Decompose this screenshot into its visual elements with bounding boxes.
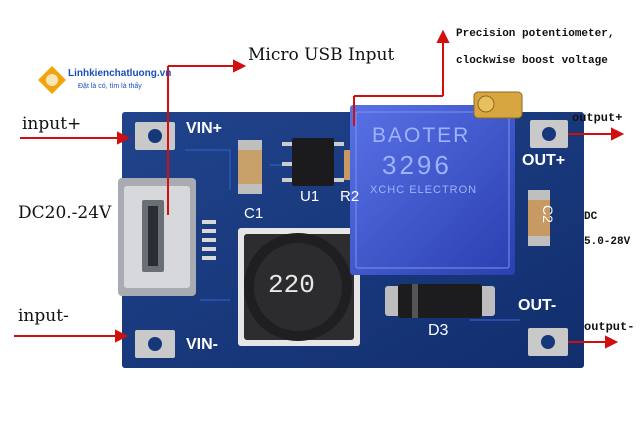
silk-u1: U1	[300, 188, 320, 205]
pad-out-plus	[530, 120, 568, 148]
silk-vin-plus: VIN+	[186, 120, 223, 137]
silk-d3: D3	[428, 322, 449, 339]
silk-c2: C2	[540, 205, 556, 223]
label-micro-usb: Micro USB Input	[248, 45, 395, 65]
pot-brand: BAOTER	[372, 124, 471, 147]
usb-pins	[202, 220, 216, 260]
label-input-minus: input-	[18, 306, 69, 326]
label-output-plus: output+	[572, 111, 623, 125]
diode-d3	[385, 284, 495, 318]
capacitor-c1	[238, 140, 262, 194]
capacitor-c2	[528, 190, 550, 246]
pad-out-minus	[528, 328, 568, 356]
label-input-plus: input+	[22, 114, 82, 134]
pad-vin-plus	[135, 122, 175, 150]
silk-out-plus: OUT+	[522, 152, 566, 169]
label-dc-out-line1: DC	[584, 211, 598, 223]
logo-tagline: Đặt là có, tìm là thấy	[78, 83, 142, 90]
silk-c1: C1	[244, 205, 264, 222]
pot-maker: XCHC ELECTRON	[370, 184, 478, 196]
label-dc-out-line2: 5.0-28V	[584, 236, 631, 248]
silk-out-minus: OUT-	[518, 297, 557, 314]
inductor-value: 220	[268, 270, 315, 300]
potentiometer	[350, 91, 523, 275]
label-dc-input: DC20.-24V	[18, 203, 112, 223]
silk-r2: R2	[340, 188, 360, 205]
annotation-arrows	[14, 29, 625, 349]
label-potentiometer-line2: clockwise boost voltage	[456, 55, 608, 67]
silk-vin-minus: VIN-	[186, 336, 218, 353]
label-output-minus: output-	[584, 320, 635, 334]
logo-name: Linhkienchatluong.vn	[68, 68, 172, 79]
micro-usb-connector	[118, 178, 196, 296]
inductor	[238, 228, 360, 346]
pad-vin-minus	[135, 330, 175, 358]
pot-model: 3296	[382, 150, 452, 180]
label-potentiometer-line1: Precision potentiometer,	[456, 28, 615, 40]
logo-mark	[38, 66, 66, 94]
ic-u1	[282, 138, 344, 186]
